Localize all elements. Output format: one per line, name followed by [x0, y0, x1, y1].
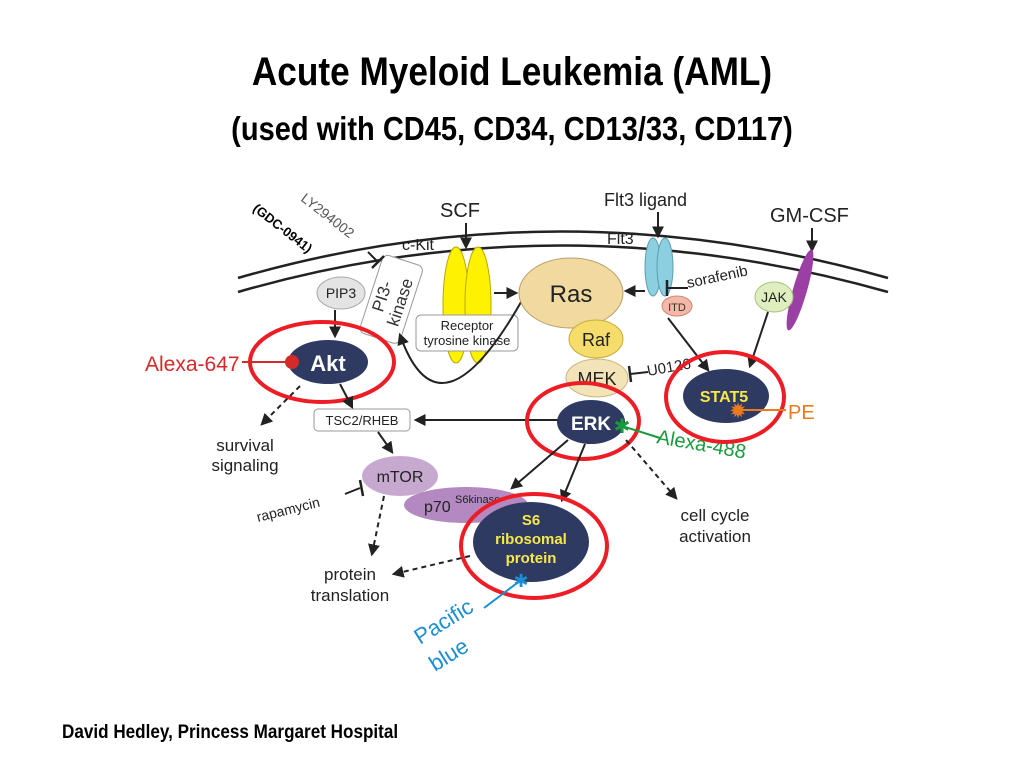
s6-label-2: ribosomal — [495, 531, 567, 548]
itd-badge — [661, 295, 693, 317]
akt-label: Akt — [310, 351, 346, 376]
ly294002-inhibit — [367, 251, 379, 263]
rapamycin-label: rapamycin — [255, 494, 322, 525]
u0126-bar — [627, 365, 633, 383]
tsc2-to-mtor-arrow — [377, 431, 394, 454]
credit-footer: David Hedley, Princess Margaret Hospital — [62, 722, 399, 743]
survival-label-1: survival — [216, 436, 274, 455]
gdc-0941-label: (GDC-0941) — [250, 201, 315, 256]
pip3-node — [316, 276, 366, 310]
flt3-ligand-label: Flt3 ligand — [604, 190, 687, 210]
ras-node — [518, 257, 624, 329]
itd-label: ITD — [668, 302, 686, 314]
tsc2-rheb-label: TSC2/RHEB — [326, 413, 399, 428]
slide-subtitle: (used with CD45, CD34, CD13/33, CD117) — [231, 110, 793, 147]
s6-label-3: protein — [506, 550, 557, 567]
flt3-receptor-right — [656, 237, 674, 297]
jak-node — [754, 281, 794, 313]
p70-label: p70 — [424, 499, 451, 516]
erk-node — [557, 400, 625, 444]
membrane-inner — [237, 244, 889, 294]
alexa-488-marker: ✱ — [614, 416, 631, 438]
flt3-to-stat5-arrow — [667, 317, 710, 372]
pacific-blue-label-1: Pacific — [409, 594, 477, 650]
u0126-inhibit — [629, 371, 649, 375]
akt-to-tsc2-arrow — [339, 383, 354, 410]
pip3-label: PIP3 — [326, 285, 357, 301]
survival-label-2: signaling — [211, 456, 278, 475]
flt3-label: Flt3 — [607, 231, 634, 248]
receptor-label: Receptor — [441, 318, 494, 333]
tyrosine-kinase-label: tyrosine kinase — [424, 333, 511, 348]
akt-to-survival-arrow — [260, 385, 301, 426]
stat5-label: STAT5 — [700, 389, 748, 406]
alexa-488-label: Alexa-488 — [655, 426, 748, 463]
ras-to-pi3k-loop — [397, 294, 526, 384]
cell-cycle-label-2: activation — [679, 527, 751, 546]
scf-label: SCF — [440, 200, 480, 222]
c-kit-label: c-Kit — [402, 237, 435, 254]
stat5-highlight-circle — [664, 350, 786, 444]
rapamycin-bar — [358, 479, 365, 497]
membrane-outer — [237, 230, 889, 280]
raf-node — [568, 319, 624, 359]
s6-label-1: S6 — [522, 512, 540, 529]
receptor-tyrosine-kinase-box — [415, 314, 519, 352]
erk-to-s6-arrow — [560, 443, 586, 503]
erk-highlight-circle — [525, 381, 641, 461]
akt-node — [288, 340, 368, 384]
protein-label-2: translation — [311, 586, 389, 605]
s6-to-protein-arrow — [391, 555, 471, 578]
slide-title: Acute Myeloid Leukemia (AML) — [251, 50, 773, 94]
mtor-label: mTOR — [377, 469, 424, 486]
ly294002-label: LY294002 — [298, 190, 358, 241]
protein-label-1: protein — [324, 565, 376, 584]
erk-to-p70-arrow — [510, 439, 569, 490]
alexa-647-label: Alexa-647 — [145, 353, 240, 376]
pe-marker: ✹ — [729, 400, 747, 423]
s6-node — [473, 502, 589, 582]
u0126-label: U0126 — [646, 356, 692, 380]
alexa-488-link — [621, 425, 661, 439]
pacific-blue-link — [483, 579, 522, 609]
pe-label: PE — [788, 402, 815, 424]
alexa-647-marker — [285, 355, 299, 369]
ly294002-bar — [371, 255, 385, 269]
cell-cycle-label-1: cell cycle — [681, 506, 750, 525]
sorafenib-label: sorafenib — [685, 262, 749, 291]
mtor-to-protein-arrow — [368, 495, 385, 557]
pacific-blue-marker: ✱ — [513, 571, 528, 591]
raf-label: Raf — [582, 330, 611, 350]
rapamycin-inhibit — [344, 487, 361, 495]
erk-label: ERK — [571, 414, 611, 435]
gm-csf-label: GM-CSF — [770, 205, 849, 227]
gm-csf-receptor — [786, 249, 814, 331]
tsc2-rheb-box — [313, 408, 411, 432]
s6-highlight-circle — [459, 492, 609, 600]
jak-label: JAK — [761, 289, 787, 305]
mtor-node — [362, 456, 438, 496]
ras-label: Ras — [550, 281, 593, 308]
erk-to-cell-cycle-arrow — [625, 439, 678, 500]
